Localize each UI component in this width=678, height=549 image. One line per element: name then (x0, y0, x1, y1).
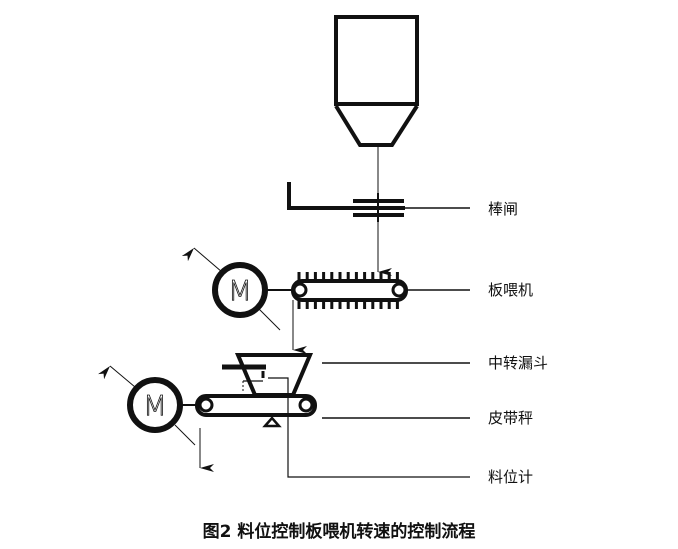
label-belt-scale: 皮带秤 (488, 409, 534, 427)
label-gate: 棒闸 (488, 200, 519, 218)
belt-scale (195, 394, 470, 428)
plate-feeder (291, 272, 470, 309)
rod-gate (287, 182, 470, 222)
label-level-gauge: 料位计 (488, 468, 534, 486)
belt-motor-symbol: M (143, 389, 167, 422)
silo (334, 15, 419, 147)
label-transfer-hopper: 中转漏斗 (488, 354, 549, 372)
figure-caption: 图2 料位控制板喂机转速的控制流程 (202, 522, 476, 542)
label-plate-feeder: 板喂机 (488, 281, 534, 299)
belt-motor (97, 365, 214, 472)
level-gauge (242, 371, 470, 478)
feeder-motor (181, 247, 293, 331)
feeder-motor-symbol: M (228, 274, 252, 307)
transfer-hopper (222, 353, 470, 397)
